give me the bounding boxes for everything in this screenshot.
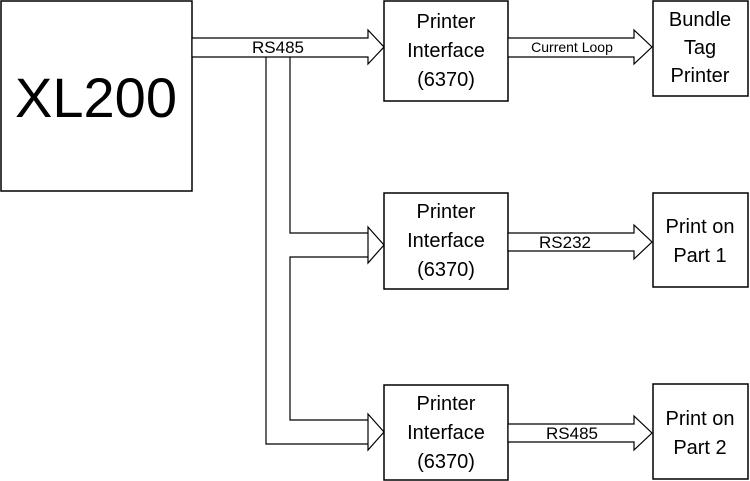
link-label-2: RS232 [539,233,591,252]
link-arrow-1 [507,28,653,66]
printer-2-line-2: Part 1 [673,245,726,267]
interface-2-line-2: Interface [407,230,485,252]
interface-node-1: Printer Interface (6370) [383,0,509,102]
link-label-1: Current Loop [531,39,613,55]
arrowhead-interface-3 [367,412,385,452]
bus-arrow [191,28,385,66]
printer-3-line-2: Part 2 [673,437,726,459]
arrowhead-interface-2 [367,225,385,265]
printer-1-line-2: Tag [684,37,716,59]
interface-node-2: Printer Interface (6370) [383,192,509,290]
printer-3-line-1: Print on [666,408,735,430]
printer-1-line-1: Bundle [669,9,731,31]
controller-label: XL200 [15,66,177,129]
branch-wire-3 [265,57,368,445]
interface-3-line-1: Printer [417,393,476,415]
link-label-3: RS485 [546,424,598,443]
interface-3-line-2: Interface [407,422,485,444]
branch-wire-2 [289,256,368,421]
interface-1-line-1: Printer [417,11,476,33]
interface-node-3: Printer Interface (6370) [383,384,509,481]
interface-1-line-3: (6370) [417,69,475,91]
branch-wire-1 [289,57,368,234]
printer-node-2: Print on Part 1 [652,192,749,288]
printer-1-line-3: Printer [671,65,730,87]
link-arrow-3 [507,414,653,452]
interface-1-line-2: Interface [407,40,485,62]
link-arrow-2 [507,223,653,261]
printer-node-3: Print on Part 2 [652,383,749,480]
printer-node-1: Bundle Tag Printer [652,0,749,97]
bus-label: RS485 [252,38,304,57]
controller-node: XL200 [0,0,193,192]
printer-2-line-1: Print on [666,216,735,238]
interface-2-line-1: Printer [417,201,476,223]
interface-2-line-3: (6370) [417,259,475,281]
interface-3-line-3: (6370) [417,451,475,473]
